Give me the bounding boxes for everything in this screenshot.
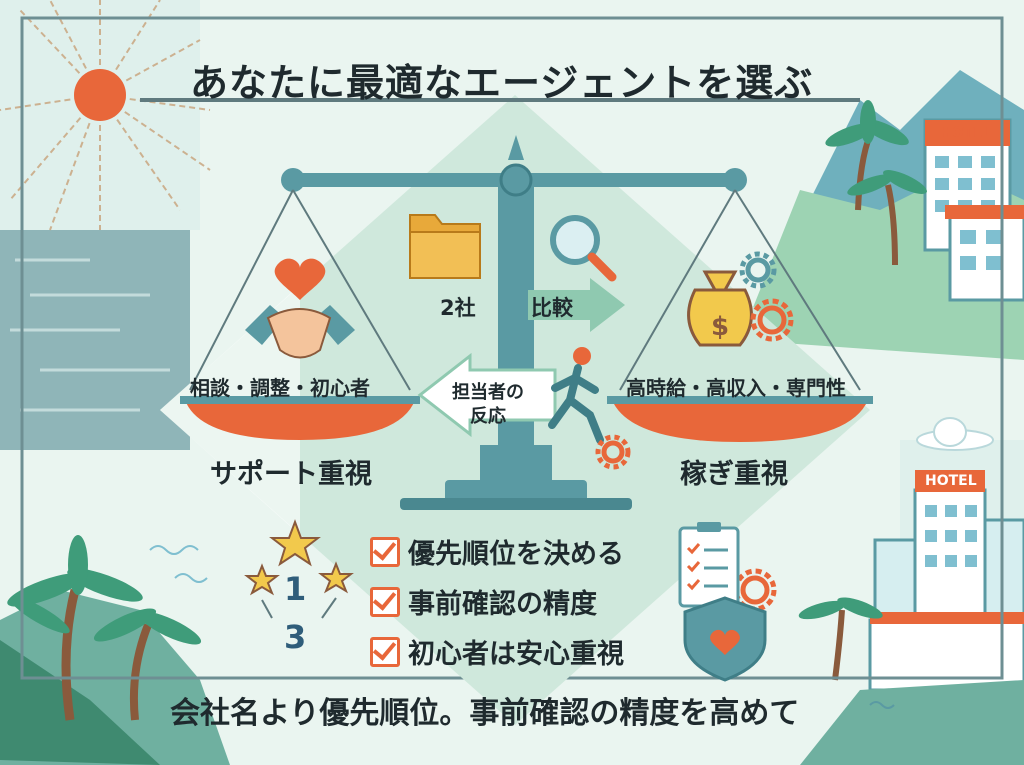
heart-icon (274, 258, 326, 300)
handshake-icon (245, 305, 355, 359)
page-title: あなたに最適なエージェントを選ぶ (190, 61, 814, 105)
checkbox-icon (370, 537, 400, 567)
right-pan-label: 高時給・高収入・専門性 (626, 376, 846, 400)
hotel-sign: HOTEL (940, 125, 992, 141)
star-icon (244, 519, 354, 596)
runner-icon (548, 347, 604, 444)
checkbox-icon (370, 587, 400, 617)
cloud-icon (916, 417, 994, 451)
checklist-item: 優先順位を決める (408, 539, 624, 570)
money-bag-icon: $ (687, 270, 753, 347)
compare-count: 2社 (440, 296, 476, 320)
clipboard-icon (678, 522, 740, 608)
balance-scale (180, 135, 873, 510)
svg-text:$: $ (711, 312, 729, 342)
checkbox-icon (370, 637, 400, 667)
gear-icon (595, 251, 794, 612)
left-pan-caption: サポート重視 (210, 459, 372, 490)
footer-message: 会社名より優先順位。事前確認の精度を高めて (170, 696, 800, 731)
hotel-sign: HOTEL (925, 473, 977, 489)
shield-heart-icon (683, 596, 767, 682)
magnifier-icon (550, 215, 617, 282)
response-label-line2: 反応 (470, 406, 506, 427)
compare-label: 比較 (531, 296, 573, 320)
hotel-building-icon (923, 118, 1024, 302)
checklist-item: 事前確認の精度 (408, 589, 597, 620)
sun-icon (0, 0, 211, 231)
folder-icon (409, 214, 481, 279)
palm-tree-icon (7, 535, 202, 721)
palm-tree-icon (798, 100, 927, 681)
sea-area (0, 230, 190, 450)
rank-first: 1 (284, 570, 307, 608)
rank-third: 3 (284, 618, 307, 656)
checklist-item: 初心者は安心重視 (408, 639, 624, 670)
left-pan-label: 相談・調整・初心者 (190, 376, 370, 400)
right-pan-caption: 稼ぎ重視 (680, 459, 788, 490)
response-label-line1: 担当者の (452, 382, 524, 403)
